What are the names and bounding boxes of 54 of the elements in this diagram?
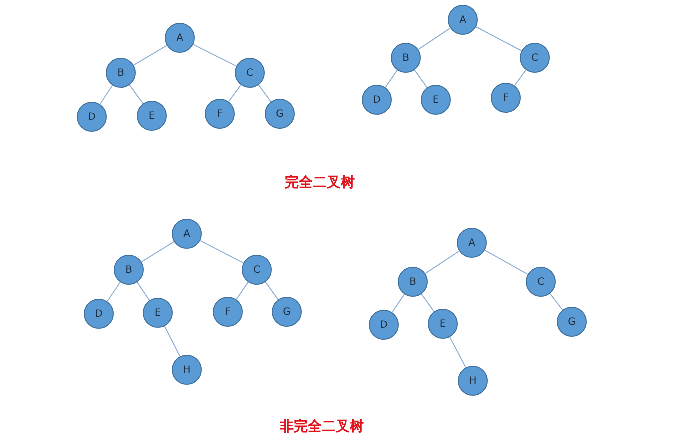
tree-node: B xyxy=(106,58,136,88)
tree-node: E xyxy=(137,101,167,131)
tree-edge xyxy=(421,294,435,312)
tree-edge xyxy=(164,326,181,358)
tree-node: F xyxy=(491,83,521,113)
tree-edge xyxy=(514,70,527,86)
tree-node: A xyxy=(165,23,195,53)
tree-edge xyxy=(200,240,244,264)
tree-edge xyxy=(100,85,114,105)
tree-node: B xyxy=(391,43,421,73)
tree-edge xyxy=(136,282,150,302)
tree-node: A xyxy=(448,5,478,35)
tree-edge xyxy=(129,84,144,104)
tree-edge xyxy=(392,294,406,314)
tree-node: E xyxy=(428,309,458,339)
tree-node: D xyxy=(369,310,399,340)
tree-edge xyxy=(425,250,460,274)
tree-node: E xyxy=(421,85,451,115)
tree-node: F xyxy=(213,297,243,327)
tree-node: G xyxy=(265,99,295,129)
tree-node: D xyxy=(84,299,114,329)
tree-node: H xyxy=(458,366,488,396)
tree-caption: 完全二叉树 xyxy=(285,174,355,192)
tree-edge xyxy=(106,282,122,302)
tree-node: C xyxy=(526,267,556,297)
tree-node: H xyxy=(172,355,202,385)
tree-node: F xyxy=(205,99,235,129)
tree-node: C xyxy=(242,255,272,285)
tree-node: B xyxy=(398,267,428,297)
tree-edge xyxy=(236,282,249,300)
tree-edge xyxy=(476,26,522,52)
tree-node: A xyxy=(457,228,487,258)
tree-edge xyxy=(414,70,428,88)
tree-edge xyxy=(265,282,279,300)
tree-edge xyxy=(418,28,452,50)
tree-edge xyxy=(385,70,398,88)
tree-node: A xyxy=(172,219,202,249)
tree-edge xyxy=(228,84,242,102)
tree-edge xyxy=(550,293,564,311)
tree-caption: 非完全二叉树 xyxy=(280,418,364,436)
tree-edge xyxy=(133,45,168,66)
tree-node: D xyxy=(362,85,392,115)
tree-node: C xyxy=(520,43,550,73)
tree-edge xyxy=(141,241,175,263)
tree-node: C xyxy=(235,58,265,88)
tree-node: D xyxy=(77,102,107,132)
tree-node: B xyxy=(114,255,144,285)
tree-edge xyxy=(449,336,467,368)
tree-edge xyxy=(192,44,238,67)
tree-node: G xyxy=(272,297,302,327)
tree-node: G xyxy=(557,307,587,337)
tree-node: E xyxy=(143,298,173,328)
tree-edge xyxy=(484,250,528,276)
tree-edge xyxy=(258,84,272,102)
